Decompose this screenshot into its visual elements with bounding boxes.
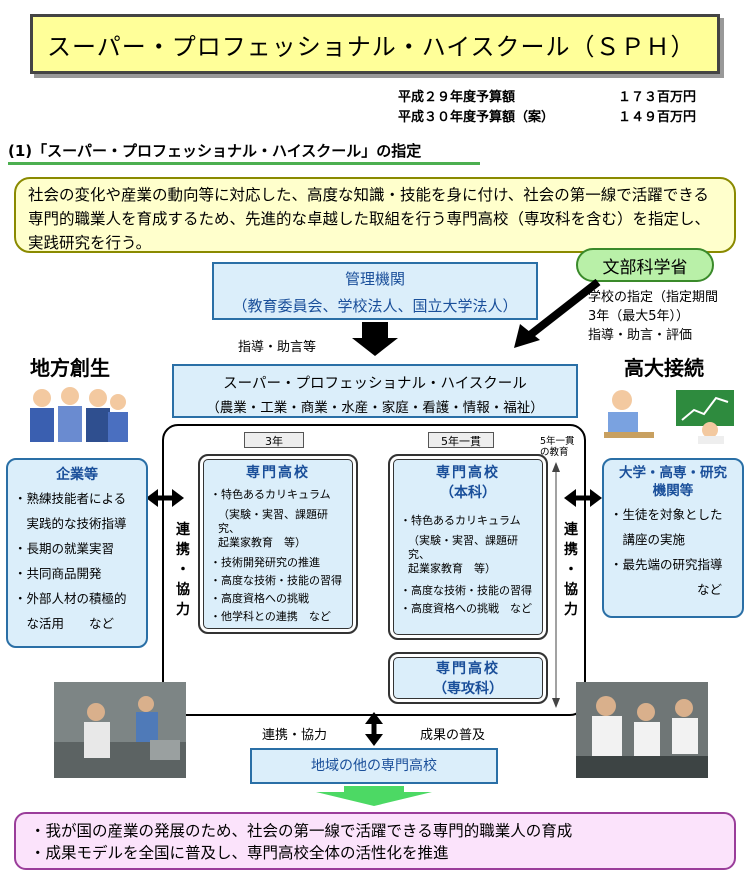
lab-photo-image bbox=[576, 682, 708, 778]
company-item: ・長期の就業実習 bbox=[14, 541, 115, 556]
outcomes-box: ・我が国の産業の発展のため、社会の第一線で活躍できる専門的職業人の育成 ・成果モ… bbox=[14, 812, 736, 870]
guidance-label: 指導・助言等 bbox=[238, 340, 317, 355]
mext-note: 学校の指定（指定期間 3年（最大5年）） 指導・助言・評価 bbox=[588, 288, 718, 345]
school-three-year-box: 専門高校 ・特色あるカリキュラム （実験・実習、課題研究、 起業家教育 等） ・… bbox=[198, 454, 358, 634]
sph-title: スーパー・プロフェッショナル・ハイスクール bbox=[223, 376, 527, 392]
outcome-item: ・我が国の産業の発展のため、社会の第一線で活躍できる専門的職業人の育成 bbox=[30, 822, 573, 840]
outcome-arrow bbox=[316, 792, 432, 806]
school-five-year-item: ・高度な技術・技能の習得 bbox=[400, 584, 532, 597]
school-three-year-title: 専門高校 bbox=[246, 465, 310, 481]
business-people-illustration bbox=[30, 387, 128, 442]
admin-title: 管理機関 bbox=[344, 270, 405, 288]
cooperation-vertical-right: 連携・協力 bbox=[564, 522, 578, 618]
budget-label-1: 平成２９年度予算額 bbox=[398, 90, 516, 105]
budget-label-2: 平成３０年度予算額（案） bbox=[398, 110, 555, 125]
school-five-year-subtitle: （本科） bbox=[440, 485, 496, 501]
mext-title: 文部科学省 bbox=[602, 257, 688, 278]
regional-label: 地方創生 bbox=[30, 356, 110, 380]
cooperation-label: 連携・協力 bbox=[262, 728, 328, 743]
page-title: スーパー・プロフェッショナル・ハイスクール（ＳＰＨ） bbox=[47, 32, 696, 61]
company-item: ・外部人材の積極的 bbox=[14, 591, 127, 606]
school-advanced-subtitle: （専攻科） bbox=[433, 681, 503, 697]
intro-box: 社会の変化や産業の動向等に対応した、高度な知識・技能を身に付け、社会の第一線で活… bbox=[14, 177, 736, 253]
tag-three-year: 3年 bbox=[244, 432, 304, 448]
lab-photo bbox=[576, 682, 708, 778]
company-title: 企業等 bbox=[56, 467, 98, 483]
admin-box: 管理機関 （教育委員会、学校法人、国立大学法人） bbox=[212, 262, 538, 320]
school-five-year-item: ・高度資格への挑戦 など bbox=[400, 602, 532, 615]
other-schools-box: 地域の他の専門高校 bbox=[250, 748, 498, 784]
sph-schools-frame bbox=[162, 424, 586, 716]
tag-five-year: 5年一貫 bbox=[428, 432, 494, 448]
school-five-year-item: （実験・実習、課題研究、 bbox=[408, 534, 518, 561]
school-advanced-title: 専門高校 bbox=[436, 661, 500, 677]
school-three-year-item: ・高度な技術・技能の習得 bbox=[210, 574, 342, 587]
school-three-year-item: ・特色あるカリキュラム bbox=[210, 488, 331, 501]
mext-note-line: 3年（最大5年）） bbox=[588, 309, 690, 324]
admin-down-arrow bbox=[352, 322, 398, 356]
five-year-edu-note: 5年一貫 の教育 bbox=[540, 436, 575, 458]
intro-text: 社会の変化や産業の動向等に対応した、高度な知識・技能を身に付け、社会の第一線で活… bbox=[28, 186, 711, 252]
school-five-year-box: 専門高校 （本科） ・特色あるカリキュラム （実験・実習、課題研究、 起業家教育… bbox=[388, 454, 548, 640]
sph-box: スーパー・プロフェッショナル・ハイスクール （農業・工業・商業・水産・家庭・看護… bbox=[172, 364, 578, 418]
mext-arrow-head bbox=[514, 324, 540, 348]
budget-value-1: １７３百万円 bbox=[618, 90, 697, 105]
factory-photo bbox=[54, 682, 186, 778]
mext-note-line: 指導・助言・評価 bbox=[588, 328, 693, 343]
admin-subtitle: （教育委員会、学校法人、国立大学法人） bbox=[232, 297, 518, 315]
school-advanced-box: 専門高校 （専攻科） bbox=[388, 652, 548, 704]
company-item: な活用 など bbox=[14, 616, 115, 631]
section-underline bbox=[8, 162, 480, 165]
company-item: ・共同商品開発 bbox=[14, 566, 102, 581]
title-banner: スーパー・プロフェッショナル・ハイスクール（ＳＰＨ） bbox=[30, 14, 720, 74]
university-item: ・生徒を対象とした bbox=[610, 507, 723, 522]
school-three-year-item: 起業家教育 等） bbox=[218, 536, 306, 549]
university-title-line: 大学・高専・研究 bbox=[619, 465, 727, 481]
school-five-year-item: ・特色あるカリキュラム bbox=[400, 514, 521, 527]
cooperation-vertical-left: 連携・協力 bbox=[176, 522, 190, 618]
outcome-item: ・成果モデルを全国に普及し、専門高校全体の活性化を推進 bbox=[30, 844, 449, 862]
company-item: ・熟練技能者による bbox=[14, 491, 127, 506]
school-five-year-title: 専門高校 bbox=[436, 465, 500, 481]
school-three-year-item: ・技術開発研究の推進 bbox=[210, 556, 320, 569]
dissemination-label: 成果の普及 bbox=[420, 728, 486, 743]
school-five-year-item: 起業家教育 等） bbox=[408, 562, 496, 575]
mext-arrow-line bbox=[527, 278, 601, 339]
other-schools-label: 地域の他の専門高校 bbox=[311, 758, 437, 774]
research-illustration bbox=[604, 390, 734, 444]
hs-univ-label: 高大接続 bbox=[624, 356, 704, 380]
five-year-edu-line: 5年一貫 bbox=[540, 436, 575, 447]
section-title: (1)「スーパー・プロフェッショナル・ハイスクール」の指定 bbox=[8, 142, 422, 160]
university-box: 大学・高専・研究 機関等 ・生徒を対象とした 講座の実施 ・最先端の研究指導 な… bbox=[602, 458, 744, 618]
university-item: 講座の実施 bbox=[610, 532, 686, 547]
company-item: 実践的な技術指導 bbox=[14, 516, 127, 531]
budget-value-2: １４９百万円 bbox=[618, 110, 697, 125]
factory-photo-image bbox=[54, 682, 186, 778]
mext-badge: 文部科学省 bbox=[576, 248, 714, 282]
mext-note-line: 学校の指定（指定期間 bbox=[588, 290, 719, 305]
school-three-year-item: （実験・実習、課題研究、 bbox=[218, 508, 328, 535]
school-three-year-item: ・高度資格への挑戦 bbox=[210, 592, 309, 605]
university-item: など bbox=[696, 582, 722, 597]
school-three-year-item: ・他学科との連携 など bbox=[210, 610, 331, 623]
sph-fields: （農業・工業・商業・水産・家庭・看護・情報・福祉） bbox=[206, 400, 544, 416]
company-box: 企業等 ・熟練技能者による 実践的な技術指導 ・長期の就業実習 ・共同商品開発 … bbox=[6, 458, 148, 648]
five-year-edu-line: の教育 bbox=[540, 447, 569, 458]
university-item: ・最先端の研究指導 bbox=[610, 557, 723, 572]
university-title-line: 機関等 bbox=[652, 483, 694, 499]
